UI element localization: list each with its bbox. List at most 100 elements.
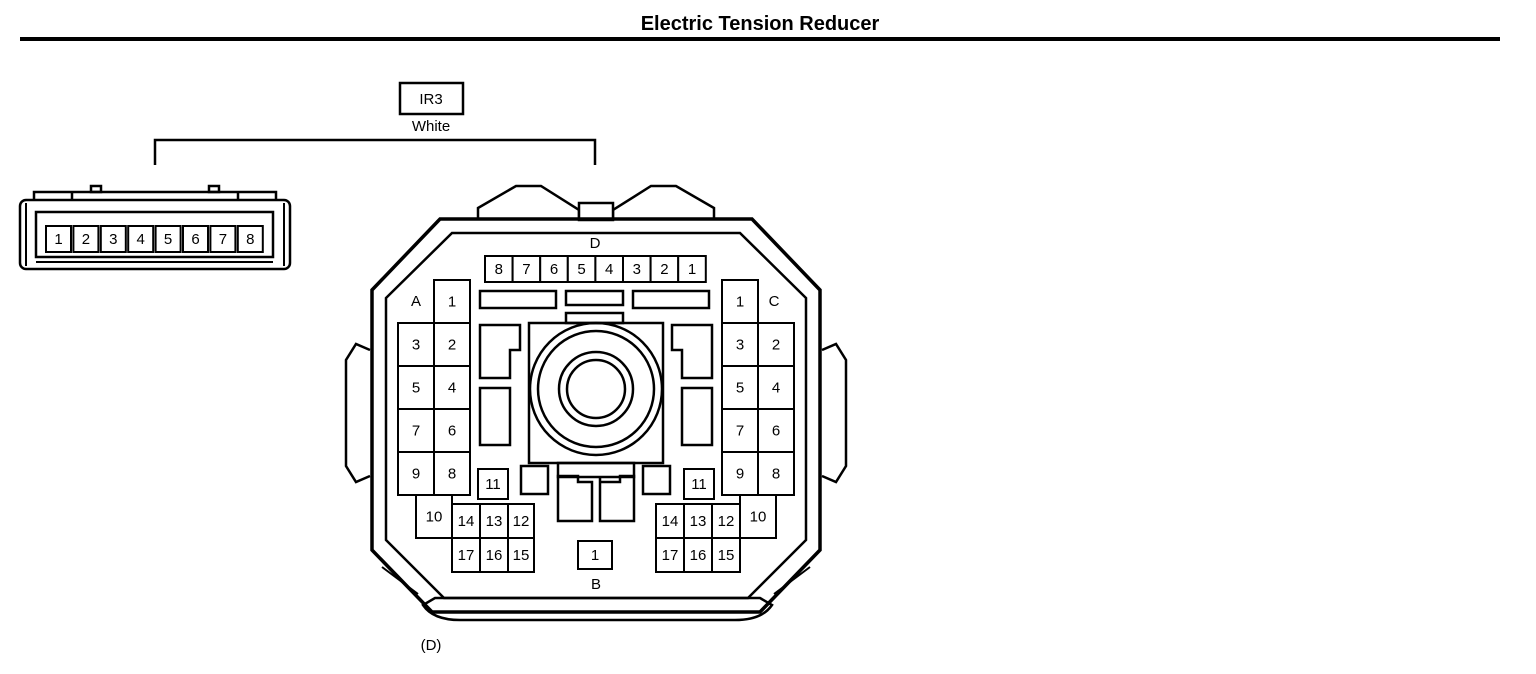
a-pin-label: 9 [412,466,420,483]
a-pin-label: 14 [458,513,475,530]
c-pin-label: 9 [736,466,744,483]
group-d-label: D [590,235,601,252]
a-pin-label: 16 [486,547,503,564]
d-pin-label: 4 [605,261,613,278]
small-pin-label: 5 [164,231,172,248]
a-pin-label: 12 [513,513,530,530]
small-pin: 2 [72,225,100,253]
d-pin-label: 6 [550,261,558,278]
a-pin-label: 7 [412,423,420,440]
c-pin: 3 [721,322,759,367]
c-pin: 12 [711,503,741,539]
connector-code: IR3 [419,91,442,108]
a-pin-label: 13 [486,513,503,530]
c-pin: 2 [757,322,795,367]
small-pin: 4 [127,225,155,253]
a-pin: 17 [451,537,481,573]
c-pin: 8 [757,451,795,496]
a-pin: 7 [397,408,435,453]
b-pin: 1 [577,540,613,570]
a-pin: 5 [397,365,435,410]
c-pin-label: 2 [772,337,780,354]
d-pin: 5 [566,255,597,283]
c-pin: 14 [655,503,685,539]
d-pin-label: 1 [688,261,696,278]
c-pin: 17 [655,537,685,573]
a-pin: 11 [477,468,509,500]
c-pin-label: 17 [662,547,679,564]
a-pin-label: 2 [448,337,456,354]
a-pin-label: 5 [412,380,420,397]
c-pin-label: 8 [772,466,780,483]
connector-color: White [412,118,450,135]
small-pin: 8 [236,225,264,253]
c-pin: 11 [683,468,715,500]
small-pin: 5 [154,225,182,253]
b-pin-label: 1 [591,547,599,564]
a-pin-label: 17 [458,547,475,564]
c-pin: 15 [711,537,741,573]
c-pin: 13 [683,503,713,539]
c-pin: 10 [739,494,777,539]
small-pin-label: 1 [54,231,62,248]
a-pin: 2 [433,322,471,367]
d-pin: 4 [594,255,625,283]
d-pin: 7 [511,255,542,283]
a-pin: 3 [397,322,435,367]
d-pin-label: 7 [522,261,530,278]
small-pin-label: 2 [82,231,90,248]
d-pin-label: 8 [495,261,503,278]
c-pin: 5 [721,365,759,410]
a-pin-label: 4 [448,380,456,397]
group-b-label: B [591,576,601,593]
a-pin-label: 15 [513,547,530,564]
view-label: (D) [421,637,442,654]
connector-code-box [398,81,465,116]
a-pin: 14 [451,503,481,539]
c-pin: 16 [683,537,713,573]
a-pin-label: 8 [448,466,456,483]
c-pin-label: 5 [736,380,744,397]
d-pin-label: 2 [660,261,668,278]
c-pin-label: 14 [662,513,679,530]
c-pin-label: 12 [718,513,735,530]
a-pin-label: 11 [485,476,501,493]
c-pin-label: 10 [750,509,767,526]
small-pin: 1 [45,225,72,253]
a-pin: 12 [507,503,535,539]
page-title: Electric Tension Reducer [641,13,880,35]
small-pin: 3 [99,225,127,253]
a-pin: 8 [433,451,471,496]
group-a-label: A [411,293,421,310]
connector-bracket [153,138,597,165]
c-pin-label: 16 [690,547,707,564]
a-pin: 1 [433,279,471,324]
c-pin-label: 3 [736,337,744,354]
c-pin-label: 7 [736,423,744,440]
c-pin: 4 [757,365,795,410]
d-pin-label: 5 [577,261,585,278]
c-pin-label: 13 [690,513,707,530]
a-pin: 10 [415,494,453,539]
d-pin-label: 3 [633,261,641,278]
c-pin: 1 [721,279,759,324]
small-pin-label: 3 [109,231,117,248]
c-pin-label: 6 [772,423,780,440]
a-pin-label: 6 [448,423,456,440]
c-pin: 6 [757,408,795,453]
c-pin-label: 11 [691,476,707,493]
d-pin: 2 [649,255,680,283]
d-pin: 1 [677,255,707,283]
small-pin-label: 4 [137,231,145,248]
a-pin: 9 [397,451,435,496]
c-pin: 9 [721,451,759,496]
d-pin: 8 [484,255,514,283]
a-pin-label: 10 [426,509,443,526]
c-pin-label: 4 [772,380,780,397]
small-pin: 6 [182,225,209,253]
a-pin: 13 [479,503,509,539]
a-pin: 6 [433,408,471,453]
